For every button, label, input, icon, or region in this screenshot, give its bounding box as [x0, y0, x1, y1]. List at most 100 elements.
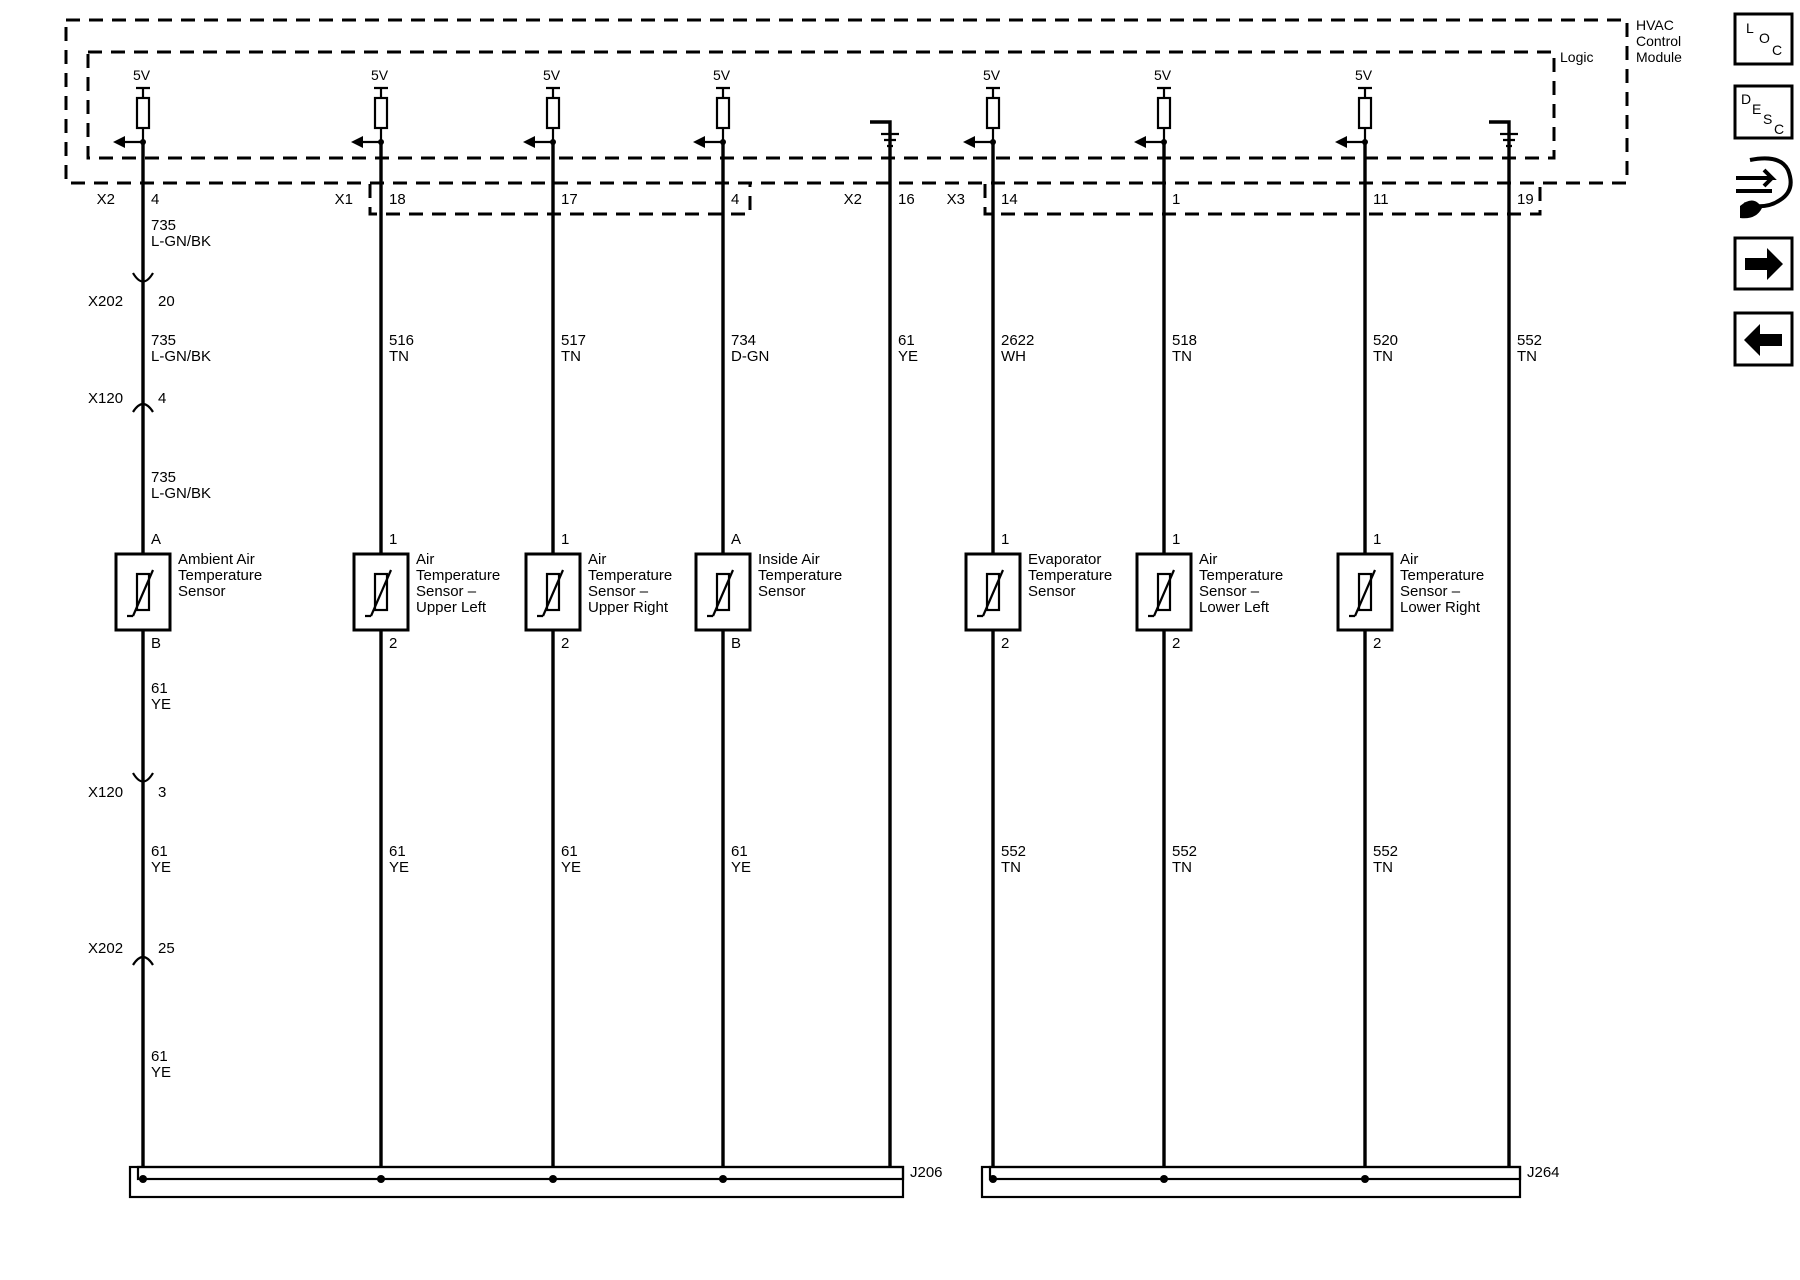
sensor-pin-bottom: B: [731, 635, 741, 652]
inline-connector-x120-b: X120 3: [88, 772, 166, 801]
junction-dot: [720, 139, 726, 145]
svg-text:E: E: [1752, 101, 1761, 117]
description-button[interactable]: D E S C: [1733, 84, 1794, 140]
connector-view-button[interactable]: [1736, 156, 1793, 219]
module-title: HVAC Control Module: [1636, 17, 1685, 65]
signal-tap: [705, 128, 725, 144]
supply-5v-label: 5V: [713, 67, 731, 83]
pin-label: 18: [389, 191, 406, 208]
ground-wire: [1489, 120, 1511, 1167]
sensor-pin-bottom: 2: [1373, 635, 1381, 652]
signal-arrow-icon: [113, 136, 125, 148]
signal-arrow-icon: [523, 136, 535, 148]
svg-text:3: 3: [158, 784, 166, 801]
pin-label: 14: [1001, 191, 1018, 208]
pullup-resistor: [135, 96, 151, 130]
sensor-pin-bottom: 2: [1172, 635, 1180, 652]
signal-arrow-icon: [963, 136, 975, 148]
supply-bar: [546, 86, 560, 98]
location-button[interactable]: L O C: [1733, 12, 1794, 66]
supply-bar: [1358, 86, 1372, 98]
splice-dot: [139, 1175, 147, 1183]
previous-page-button[interactable]: [1733, 311, 1794, 367]
next-page-button[interactable]: [1733, 236, 1794, 291]
pullup-resistor: [1357, 96, 1373, 130]
svg-text:C: C: [1774, 121, 1784, 137]
svg-text:X202: X202: [88, 293, 123, 310]
supply-bar: [136, 86, 150, 98]
sensor-pin-top: 1: [1001, 531, 1009, 548]
sensor-pin-top: 1: [1373, 531, 1381, 548]
pin-label: 11: [1373, 191, 1389, 208]
junction-dot: [1161, 139, 1167, 145]
pin-label: 16: [898, 191, 915, 208]
svg-text:X120: X120: [88, 784, 123, 801]
inline-connector-x120-a: X120 4: [88, 390, 166, 413]
splice-pack-j264-outer: [980, 1165, 1522, 1199]
splice-dot: [989, 1175, 997, 1183]
thermistor-sensor: [1135, 552, 1193, 632]
pin-label: 17: [561, 191, 578, 208]
connector-label: X3: [947, 191, 965, 208]
sensor-pin-top: 1: [561, 531, 569, 548]
supply-5v-label: 5V: [1154, 67, 1172, 83]
sensor-pin-top: 1: [1172, 531, 1180, 548]
sensor-pin-bottom: 2: [1001, 635, 1009, 652]
junction-dot: [378, 139, 384, 145]
module-boundary: [64, 18, 1629, 185]
svg-text:X120: X120: [88, 390, 123, 407]
signal-arrow-icon: [1335, 136, 1347, 148]
svg-text:20: 20: [158, 293, 175, 310]
supply-5v-label: 5V: [1355, 67, 1373, 83]
svg-text:C: C: [1772, 42, 1782, 58]
logic-boundary: [86, 50, 1556, 160]
arrow-left-icon: [1744, 324, 1782, 356]
logic-label: Logic: [1560, 49, 1593, 65]
signal-arrow-icon: [1134, 136, 1146, 148]
pullup-resistor: [715, 96, 731, 130]
splice-pack-j264-inner: [988, 1165, 1522, 1181]
supply-5v-label: 5V: [133, 67, 151, 83]
splice-label-j206: J206: [910, 1164, 943, 1181]
supply-bar: [1157, 86, 1171, 98]
svg-text:4: 4: [158, 390, 166, 407]
thermistor-sensor: [114, 552, 172, 632]
sensor-pin-top: 1: [389, 531, 397, 548]
x1-connector-pocket: [368, 184, 752, 216]
supply-5v-label: 5V: [983, 67, 1001, 83]
pullup-resistor: [545, 96, 561, 130]
wire-label-735-low: 735 L-GN/BK: [151, 469, 211, 502]
sensor-pin-bottom: 2: [561, 635, 569, 652]
signal-tap: [1146, 128, 1166, 144]
inline-connector-x202-a: X202 20: [88, 272, 175, 310]
supply-5v-label: 5V: [371, 67, 389, 83]
svg-text:25: 25: [158, 940, 175, 957]
signal-arrow-icon: [693, 136, 705, 148]
splice-pack-j206-inner: [136, 1165, 905, 1181]
pullup-resistor: [1156, 96, 1172, 130]
thermistor-sensor: [1336, 552, 1394, 632]
wire-label-61-low: 61 YE: [151, 1048, 172, 1081]
sensor-pin-top: A: [731, 531, 741, 548]
supply-bar: [374, 86, 388, 98]
